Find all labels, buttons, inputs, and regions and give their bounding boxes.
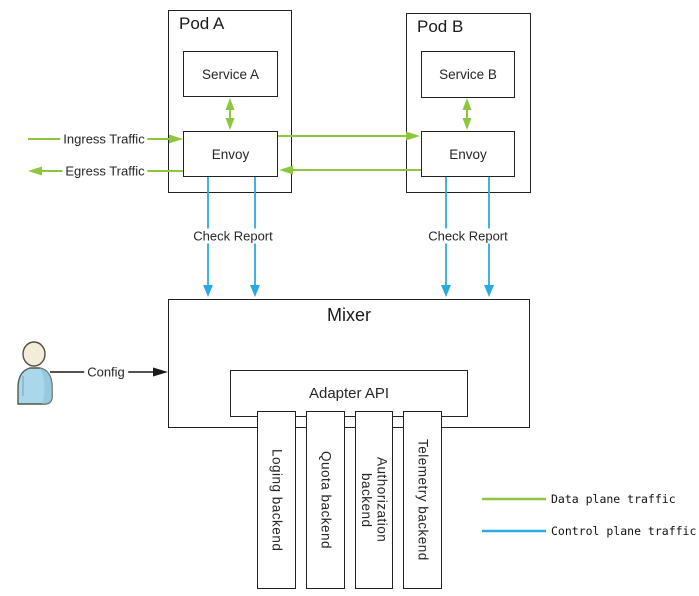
logging-backend-label: Loging backend [269,448,285,552]
envoy-b-label: Envoy [449,146,487,162]
service-b-label: Service B [439,67,497,82]
data-plane-legend-label: Data plane traffic [551,492,676,506]
service-a-label: Service A [201,66,260,82]
envoy-a-to-envoy-b-arrow [278,131,420,141]
envoy-b-box: Envoy [421,131,515,177]
telemetry-backend-label: Telemetry backend [415,439,431,561]
telemetry-backend-box: Telemetry backend [403,411,442,589]
pod-b-title: Pod B [417,17,464,36]
logging-backend-box: Loging backend [257,411,296,589]
check-report-label-pod-b: Check Report [425,228,511,244]
pod-b-box: Pod B [406,13,531,193]
pod-a-title: Pod A [179,14,225,33]
authorization-backend-box: Authorization backend [355,411,393,589]
service-a-box: Service A [183,51,278,97]
config-label: Config [84,364,128,380]
quota-backend-box: Quota backend [306,411,345,589]
envoy-a-box: Envoy [183,131,278,177]
quota-backend-label: Quota backend [318,450,334,550]
user-icon [17,341,53,405]
service-b-box: Service B [421,51,515,98]
egress-traffic-label: Egress Traffic [62,163,148,179]
envoy-a-label: Envoy [211,146,250,162]
authorization-backend-label: Authorization backend [359,457,390,543]
check-report-label-pod-a: Check Report [190,228,276,244]
ingress-traffic-label: Ingress Traffic [60,131,148,147]
mixer-title: Mixer [327,305,371,325]
pod-a-box: Pod A [168,10,292,193]
adapter-api-label: Adapter API [308,385,390,402]
adapter-api-box: Adapter API [230,370,468,417]
control-plane-legend-label: Control plane traffic [551,524,697,538]
envoy-b-to-envoy-a-arrow [279,165,421,175]
